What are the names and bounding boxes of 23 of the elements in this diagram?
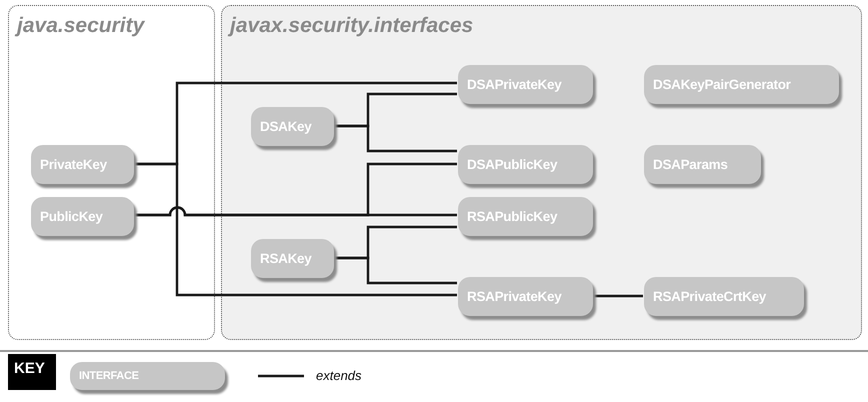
interface-box: DSAPublicKey: [458, 145, 593, 184]
inheritance-line: [592, 294, 644, 298]
interface-sample: INTERFACE: [70, 362, 225, 390]
inheritance-line: [333, 124, 457, 152]
package-title: java.security: [17, 14, 144, 38]
interface-box: RSAPrivateCrtKey: [644, 277, 804, 316]
interface-box: DSAParams: [644, 145, 761, 184]
interface-box: DSAKeyPairGenerator: [644, 65, 839, 104]
package-region: [221, 5, 862, 340]
interface-box: DSAKey: [251, 107, 334, 146]
inheritance-line: [133, 162, 457, 296]
interface-box: PrivateKey: [31, 145, 134, 184]
interface-box: PublicKey: [31, 197, 134, 236]
key-label: KEY: [8, 354, 56, 390]
interface-box: RSAKey: [251, 239, 334, 278]
interface-box: RSAPublicKey: [458, 197, 593, 236]
package-region: [8, 5, 215, 340]
legend-text: extends: [316, 368, 362, 383]
package-title: javax.security.interfaces: [230, 14, 474, 38]
inheritance-line: [133, 206, 457, 216]
inheritance-line: [333, 256, 457, 284]
interface-box: RSAPrivateKey: [458, 277, 593, 316]
interface-box: DSAPrivateKey: [458, 65, 593, 104]
